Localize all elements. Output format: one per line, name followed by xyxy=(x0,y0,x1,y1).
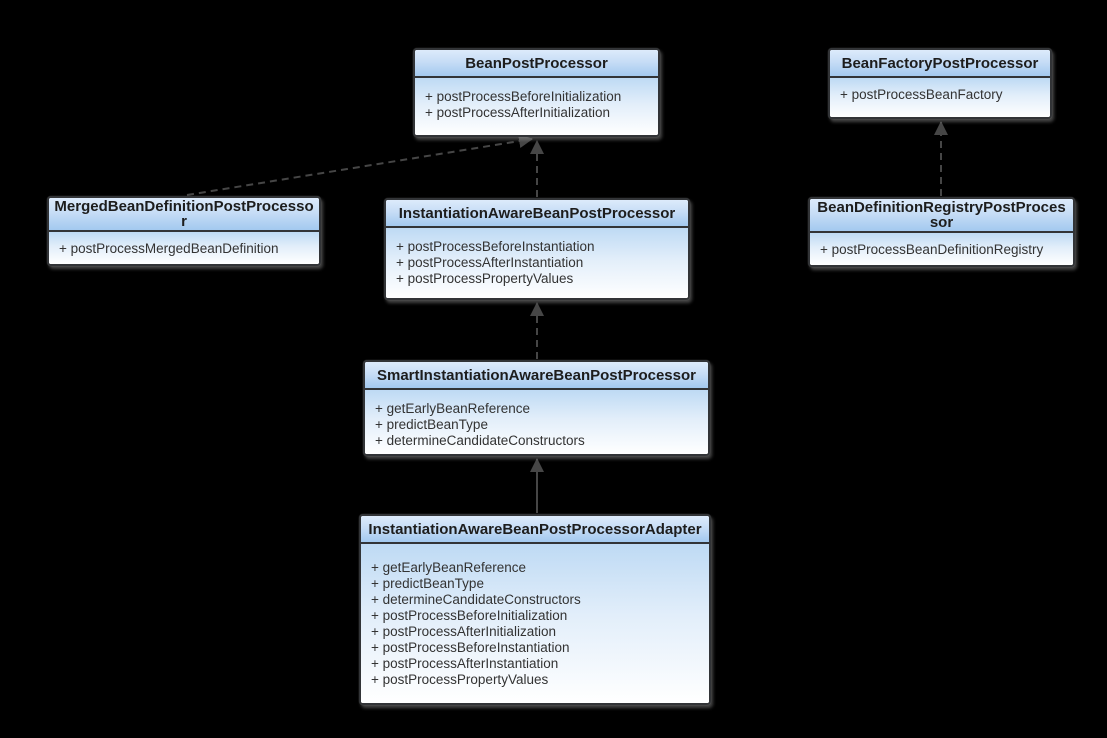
member-line: + postProcessAfterInitialization xyxy=(371,624,556,639)
class-box-beanpostprocessor: BeanPostProcessor + postProcessBeforeIni… xyxy=(413,48,660,137)
member-line: + determineCandidateConstructors xyxy=(375,433,585,448)
arrow-merged-to-beanpostprocessor xyxy=(186,134,533,196)
class-box-instantiationawarebeanpostprocessoradapter: InstantiationAwareBeanPostProcessorAdapt… xyxy=(359,514,711,705)
class-members: + postProcessBeanFactory xyxy=(830,78,1050,117)
member-line: + predictBeanType xyxy=(375,417,488,432)
class-title: SmartInstantiationAwareBeanPostProcessor xyxy=(365,362,708,390)
class-title: BeanDefinitionRegistryPostProcessor xyxy=(810,199,1073,233)
class-box-mergedbeandefinitionpostprocessor: MergedBeanDefinitionPostProcessor + post… xyxy=(47,196,321,266)
class-title: BeanPostProcessor xyxy=(415,50,658,78)
member-line: + postProcessPropertyValues xyxy=(371,672,549,687)
class-members: + postProcessBeanDefinitionRegistry xyxy=(810,233,1073,265)
member-line: + postProcessPropertyValues xyxy=(396,271,574,286)
member-line: + determineCandidateConstructors xyxy=(371,592,581,607)
class-members: + getEarlyBeanReference + predictBeanTyp… xyxy=(361,544,709,703)
class-title: BeanFactoryPostProcessor xyxy=(830,50,1050,78)
member-line: + postProcessBeanDefinitionRegistry xyxy=(820,242,1044,257)
class-title: MergedBeanDefinitionPostProcessor xyxy=(49,198,319,232)
class-members: + postProcessBeforeInstantiation + postP… xyxy=(386,228,688,298)
class-box-beandefinitionregistrypostprocessor: BeanDefinitionRegistryPostProcessor + po… xyxy=(808,197,1075,267)
member-line: + postProcessAfterInstantiation xyxy=(396,255,584,270)
member-line: + postProcessBeanFactory xyxy=(840,87,1003,102)
class-box-smartinstantiationawarebeanpostprocessor: SmartInstantiationAwareBeanPostProcessor… xyxy=(363,360,710,456)
member-line: + predictBeanType xyxy=(371,576,484,591)
member-line: + postProcessBeforeInstantiation xyxy=(396,239,595,254)
class-members: + postProcessBeforeInitialization + post… xyxy=(415,78,658,135)
class-members: + getEarlyBeanReference + predictBeanTyp… xyxy=(365,390,708,454)
class-box-instantiationawarebeanpostprocessor: InstantiationAwareBeanPostProcessor + po… xyxy=(384,198,690,300)
class-title: InstantiationAwareBeanPostProcessor xyxy=(386,200,688,228)
class-members: + postProcessMergedBeanDefinition xyxy=(49,232,319,264)
member-line: + postProcessAfterInitialization xyxy=(425,105,610,120)
class-box-beanfactorypostprocessor: BeanFactoryPostProcessor + postProcessBe… xyxy=(828,48,1052,119)
member-line: + getEarlyBeanReference xyxy=(375,401,530,416)
member-line: + postProcessBeforeInitialization xyxy=(425,89,622,104)
member-line: + postProcessBeforeInitialization xyxy=(371,608,568,623)
class-title: InstantiationAwareBeanPostProcessorAdapt… xyxy=(361,516,709,544)
member-line: + postProcessBeforeInstantiation xyxy=(371,640,570,655)
member-line: + postProcessAfterInstantiation xyxy=(371,656,559,671)
member-line: + getEarlyBeanReference xyxy=(371,560,526,575)
member-line: + postProcessMergedBeanDefinition xyxy=(59,241,279,256)
